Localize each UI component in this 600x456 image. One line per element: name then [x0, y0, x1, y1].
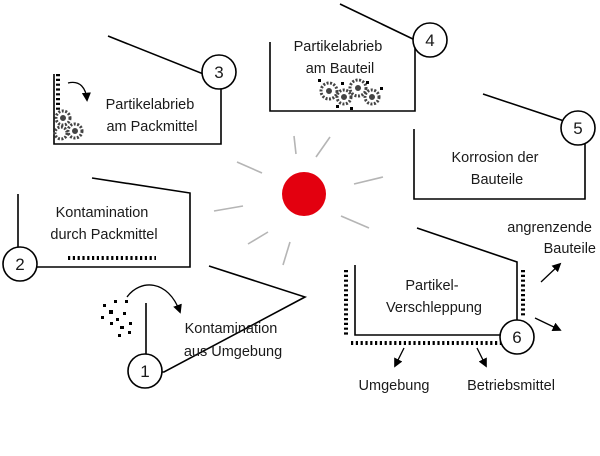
item-4-number: 4 — [425, 31, 434, 50]
item-3-number: 3 — [214, 63, 223, 82]
ray — [293, 135, 297, 155]
item-4-label: Partikelabrieb am Bauteil — [294, 39, 387, 77]
ray — [282, 241, 291, 266]
item-2-number-circle — [2, 246, 38, 282]
item-6-particle-carryover: Partikel- Verschleppung 6 angrenzende Ba… — [344, 220, 596, 394]
item-5-number: 5 — [573, 119, 582, 138]
arrow-to-adjacent-parts — [540, 262, 562, 283]
operating-supplies-label: Betriebsmittel — [467, 378, 555, 394]
particle-cloud — [318, 79, 383, 110]
item-6-number-circle — [499, 319, 535, 355]
ray — [315, 136, 331, 158]
item-1-number-circle — [127, 353, 163, 389]
item-1-environment-contamination: Kontamination aus Umgebung 1 — [101, 265, 308, 389]
center-dot — [282, 172, 326, 216]
item-5-corrosion: Korrosion der Bauteile 5 — [413, 93, 596, 200]
item-6-number: 6 — [512, 328, 521, 347]
arrow-to-environment — [394, 347, 405, 368]
center-group — [213, 135, 384, 266]
curved-arrow — [67, 81, 91, 102]
ray — [213, 205, 244, 212]
gear-icon — [53, 109, 84, 141]
item-5-number-circle — [560, 110, 596, 146]
item-3-frame — [53, 35, 222, 145]
item-3-label: Partikelabrieb am Packmittel — [106, 97, 199, 135]
item-1-label: Kontamination aus Umgebung — [184, 321, 282, 360]
gear-icon — [319, 78, 381, 106]
item-6-label: Partikel- Verschleppung — [386, 278, 482, 316]
item-1-number: 1 — [140, 362, 149, 381]
item-4-number-circle — [412, 22, 448, 58]
ray — [247, 231, 269, 245]
item-4-frame — [269, 3, 416, 112]
item-2-frame — [17, 177, 191, 268]
item-2-number: 2 — [15, 255, 24, 274]
environment-label: Umgebung — [359, 378, 430, 394]
curved-arrow — [126, 284, 182, 314]
item-3-number-circle — [201, 54, 237, 90]
item-2-packaging-contamination: Kontamination durch Packmittel 2 — [2, 177, 191, 282]
adjacent-parts-label: angrenzende Bauteile — [507, 220, 596, 257]
item-4-component-abrasion: Partikelabrieb am Bauteil 4 — [269, 3, 448, 112]
item-2-label: Kontamination durch Packmittel — [50, 205, 157, 243]
particle-cloud — [101, 300, 132, 337]
item-3-packaging-abrasion: Partikelabrieb am Packmittel 3 — [53, 35, 237, 145]
item-5-frame — [413, 93, 586, 200]
arrow-to-operating-supplies — [476, 347, 487, 368]
item-5-label: Korrosion der Bauteile — [451, 150, 542, 188]
arrow-outward — [534, 317, 562, 331]
ray — [236, 161, 263, 174]
ray — [353, 176, 384, 185]
ray — [340, 215, 370, 229]
item-1-frame — [145, 265, 308, 373]
